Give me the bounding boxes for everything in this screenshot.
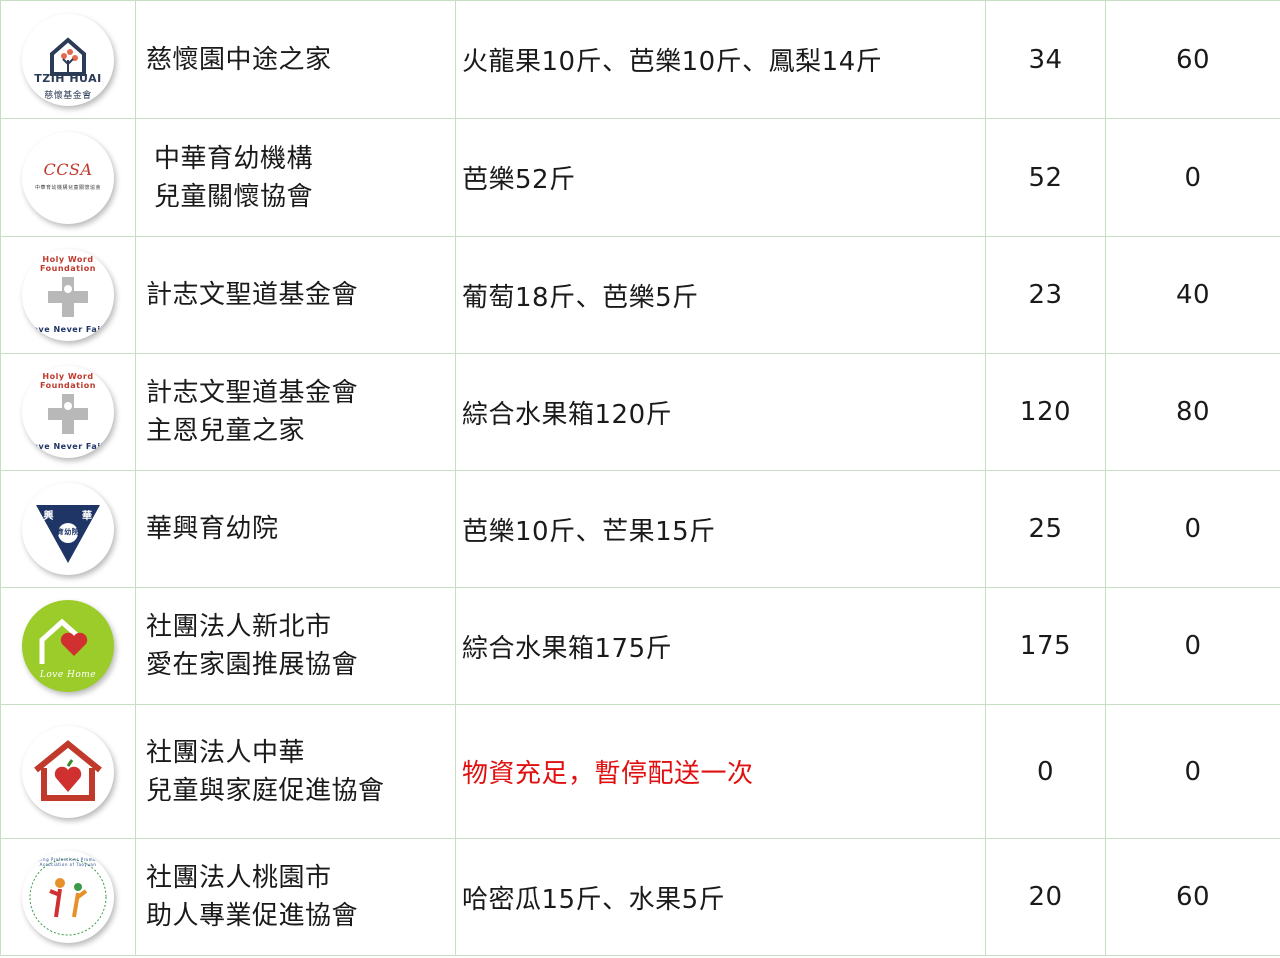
org-name-line: 中華育幼機構	[154, 143, 314, 174]
org-name-line: 主恩兒童之家	[146, 416, 306, 446]
logo-cell: Love Home	[0, 587, 136, 705]
logo-cell: Holy Word Foundation Love Never Fails	[0, 236, 136, 354]
org-name-cell: 社團法人新北市 愛在家園推展協會	[135, 587, 456, 705]
logo-subtext: Love Never Fails	[26, 442, 110, 451]
quantity-cell: 23	[985, 236, 1106, 354]
helping-professions-logo-icon: Helping Professions Promoting Associatio…	[22, 851, 114, 943]
table-row: Holy Word Foundation Love Never Fails 計志…	[0, 353, 1280, 471]
org-name-line: 計志文聖道基金會	[146, 378, 359, 408]
org-name-line: 計志文聖道基金會	[146, 280, 359, 310]
org-name-cell: 社團法人中華 兒童與家庭促進協會	[135, 704, 456, 839]
items-cell: 葡萄18斤、芭樂5斤	[455, 236, 986, 354]
org-name-line: 兒童關懷協會	[154, 181, 314, 212]
logo-cell: TZIH HUAI 慈懷基金會	[0, 0, 136, 119]
org-name-line: 愛在家園推展協會	[146, 650, 359, 680]
org-name-line: 華興育幼院	[146, 514, 279, 544]
logo-text: Helping Professions Promoting Associatio…	[30, 857, 106, 867]
logo-subtext: Love Never Fails	[26, 325, 110, 334]
items-cell: 綜合水果箱175斤	[455, 587, 986, 705]
table-row: CCSA 中華育幼機構兒童關懷協會 中華育幼機構 兒童關懷協會 芭樂52斤 52…	[0, 118, 1280, 237]
count-cell: 0	[1105, 704, 1280, 839]
items-cell: 芭樂10斤、芒果15斤	[455, 470, 986, 588]
items-cell: 芭樂52斤	[455, 118, 986, 237]
count-cell: 0	[1105, 470, 1280, 588]
logo-cell: Helping Professions Promoting Associatio…	[0, 838, 136, 956]
holy-word-foundation-logo-icon: Holy Word Foundation Love Never Fails	[22, 249, 114, 341]
quantity-cell: 0	[985, 704, 1106, 839]
tzih-huai-logo-icon: TZIH HUAI 慈懷基金會	[22, 13, 114, 106]
logo-cell: Holy Word Foundation Love Never Fails	[0, 353, 136, 471]
quantity-cell: 175	[985, 587, 1106, 705]
hua-hsing-logo-icon: 興 華 育幼院	[22, 483, 114, 575]
table-row: 社團法人中華 兒童與家庭促進協會 物資充足，暫停配送一次 0 0	[0, 704, 1280, 839]
logo-text: TZIH HUAI	[34, 71, 102, 85]
org-name-line: 兒童與家庭促進協會	[146, 775, 385, 806]
table-row: 興 華 育幼院 華興育幼院 芭樂10斤、芒果15斤 25 0	[0, 470, 1280, 588]
org-name-cell: 社團法人桃園市 助人專業促進協會	[135, 838, 456, 956]
quantity-cell: 20	[985, 838, 1106, 956]
logo-text: CCSA	[43, 159, 93, 179]
count-cell: 0	[1105, 587, 1280, 705]
table-row: Helping Professions Promoting Associatio…	[0, 838, 1280, 956]
logo-text: Holy Word Foundation	[40, 372, 96, 390]
org-name-cell: 華興育幼院	[135, 470, 456, 588]
org-name-line: 社團法人桃園市	[146, 863, 332, 893]
logo-subtext: 慈懷基金會	[44, 90, 92, 101]
org-name-cell: 中華育幼機構 兒童關懷協會	[135, 118, 456, 237]
logo-subtext: 育幼院	[56, 528, 80, 536]
org-name-line: 社團法人中華	[146, 737, 306, 768]
logo-subtext: 中華育幼機構兒童關懷協會	[34, 184, 101, 191]
logo-text: Holy Word Foundation	[40, 255, 96, 273]
org-name-line: 社團法人新北市	[146, 612, 332, 642]
items-cell: 火龍果10斤、芭樂10斤、鳳梨14斤	[455, 0, 986, 119]
table-row: TZIH HUAI 慈懷基金會 慈懷園中途之家 火龍果10斤、芭樂10斤、鳳梨1…	[0, 0, 1280, 119]
logo-text: 興 華	[43, 511, 93, 522]
table-row: Love Home 社團法人新北市 愛在家園推展協會 綜合水果箱175斤 175…	[0, 587, 1280, 705]
logo-cell: CCSA 中華育幼機構兒童關懷協會	[0, 118, 136, 237]
ccsa-logo-icon: CCSA 中華育幼機構兒童關懷協會	[22, 131, 114, 224]
love-home-logo-icon: Love Home	[22, 600, 114, 692]
logo-cell: 興 華 育幼院	[0, 470, 136, 588]
quantity-cell: 34	[985, 0, 1106, 119]
quantity-cell: 25	[985, 470, 1106, 588]
quantity-cell: 52	[985, 118, 1106, 237]
count-cell: 40	[1105, 236, 1280, 354]
items-cell: 綜合水果箱120斤	[455, 353, 986, 471]
org-name-cell: 計志文聖道基金會	[135, 236, 456, 354]
count-cell: 80	[1105, 353, 1280, 471]
house-heart-logo-icon	[22, 725, 114, 818]
count-cell: 60	[1105, 838, 1280, 956]
count-cell: 60	[1105, 0, 1280, 119]
logo-text: Love Home	[39, 670, 97, 680]
org-name-line: 助人專業促進協會	[146, 901, 359, 931]
org-name-cell: 計志文聖道基金會 主恩兒童之家	[135, 353, 456, 471]
org-name-line: 慈懷園中途之家	[146, 44, 332, 75]
quantity-cell: 120	[985, 353, 1106, 471]
holy-word-foundation-logo-icon: Holy Word Foundation Love Never Fails	[22, 366, 114, 458]
items-cell: 物資充足，暫停配送一次	[455, 704, 986, 839]
table-row: Holy Word Foundation Love Never Fails 計志…	[0, 236, 1280, 354]
logo-cell	[0, 704, 136, 839]
items-cell: 哈密瓜15斤、水果5斤	[455, 838, 986, 956]
count-cell: 0	[1105, 118, 1280, 237]
org-name-cell: 慈懷園中途之家	[135, 0, 456, 119]
